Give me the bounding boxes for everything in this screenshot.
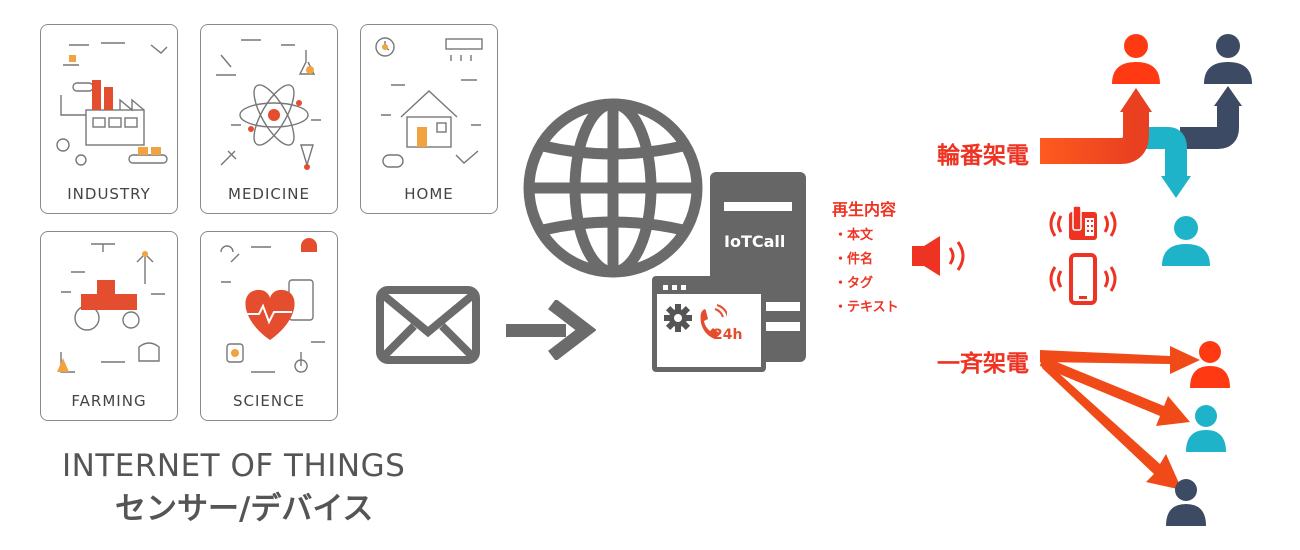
badge-24h: 24h xyxy=(713,327,743,343)
window-dot xyxy=(672,285,677,290)
card-label: INDUSTRY xyxy=(67,185,151,203)
house-icon xyxy=(375,37,483,168)
playback-title: 再生内容 xyxy=(832,200,897,219)
arrow-right-icon xyxy=(506,300,596,360)
iot-title: INTERNET OF THINGS xyxy=(62,448,406,484)
playback-item: ・本文 xyxy=(834,228,874,243)
playback-item: ・タグ xyxy=(834,276,874,291)
card-label: SCIENCE xyxy=(232,392,306,410)
person-icon xyxy=(1204,34,1252,84)
browser-titlebar xyxy=(657,281,761,294)
card-label: HOME xyxy=(404,185,454,203)
person-icon xyxy=(1186,405,1226,452)
person-icon xyxy=(1162,216,1210,266)
phone-icon xyxy=(700,304,727,339)
atom-icon xyxy=(216,39,321,170)
browser-window: 24h xyxy=(652,276,766,372)
person-icon xyxy=(1166,479,1206,526)
window-dot xyxy=(663,285,668,290)
card-science: SCIENCE xyxy=(200,231,338,421)
broadcast-call-diagram xyxy=(1040,341,1230,526)
card-medicine: MEDICINE xyxy=(200,24,338,214)
card-label: MEDICINE xyxy=(228,185,310,203)
ringing-mobile-phone-icon xyxy=(1049,253,1117,305)
card-industry: INDUSTRY xyxy=(40,24,178,214)
playback-item: ・件名 xyxy=(834,252,874,267)
gear-icon xyxy=(664,304,692,332)
factory-icon xyxy=(56,42,168,166)
tractor-icon xyxy=(57,243,165,373)
globe-icon xyxy=(523,98,703,278)
heart-icon xyxy=(220,238,325,373)
mail-icon xyxy=(376,286,480,364)
window-dot xyxy=(681,285,686,290)
rotation-call-diagram xyxy=(1040,34,1252,266)
broadcast-call-label: 一斉架電 xyxy=(937,351,1029,377)
ringing-desk-phone-icon xyxy=(1049,205,1117,240)
rotation-call-label: 輪番架電 xyxy=(937,143,1029,169)
card-farming: FARMING xyxy=(40,231,178,421)
server-label: IoTCall xyxy=(724,232,786,251)
playback-item: ・テキスト xyxy=(834,300,899,315)
iot-subtitle: センサー/デバイス xyxy=(115,491,374,527)
person-icon xyxy=(1112,34,1160,84)
speaker-icon xyxy=(912,236,965,276)
card-home: HOME xyxy=(360,24,498,214)
person-icon xyxy=(1190,341,1230,388)
card-label: FARMING xyxy=(71,392,147,410)
